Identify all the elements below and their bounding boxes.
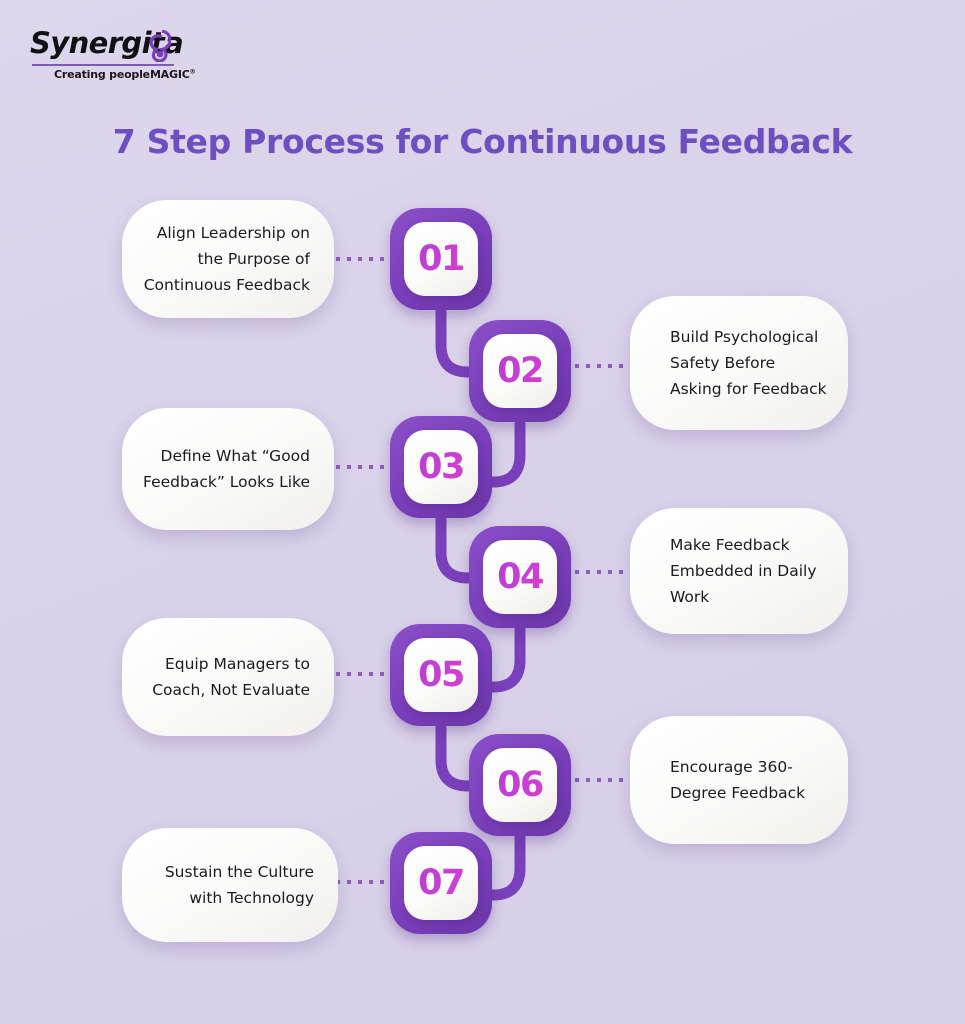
step-badge-inner-3: 03 xyxy=(404,430,478,504)
leader-dots-step-2 xyxy=(575,364,631,368)
step-card-4[interactable]: Make Feedback Embedded in Daily Work xyxy=(630,508,848,634)
step-badge-2[interactable]: 02 xyxy=(469,320,571,422)
step-number-1: 01 xyxy=(418,239,465,279)
step-badge-inner-5: 05 xyxy=(404,638,478,712)
step-badge-6[interactable]: 06 xyxy=(469,734,571,836)
step-badge-inner-1: 01 xyxy=(404,222,478,296)
swirl-icon xyxy=(149,30,171,62)
leader-dots-step-1 xyxy=(336,257,390,261)
step-badge-4[interactable]: 04 xyxy=(469,526,571,628)
brand-tagline: Creating peopleMAGIC® xyxy=(54,68,196,81)
step-badge-1[interactable]: 01 xyxy=(390,208,492,310)
step-number-2: 02 xyxy=(497,351,544,391)
step-number-3: 03 xyxy=(418,447,465,487)
step-card-2[interactable]: Build Psychological Safety Before Asking… xyxy=(630,296,848,430)
step-label-1: Align Leadership on the Purpose of Conti… xyxy=(143,224,310,294)
step-label-3: Define What “Good Feedback” Looks Like xyxy=(143,447,310,491)
step-label-5: Equip Managers to Coach, Not Evaluate xyxy=(152,655,310,699)
step-card-1[interactable]: Align Leadership on the Purpose of Conti… xyxy=(122,200,334,318)
step-card-6[interactable]: Encourage 360-Degree Feedback xyxy=(630,716,848,844)
logo-divider xyxy=(32,64,174,66)
page-title: 7 Step Process for Continuous Feedback xyxy=(112,122,853,161)
step-badge-3[interactable]: 03 xyxy=(390,416,492,518)
leader-dots-step-7 xyxy=(336,880,390,884)
step-badge-inner-6: 06 xyxy=(483,748,557,822)
step-number-5: 05 xyxy=(418,655,465,695)
step-number-4: 04 xyxy=(497,557,544,597)
brand-logo: Synergita Creating peopleMAGIC® xyxy=(30,28,196,86)
step-badge-inner-7: 07 xyxy=(404,846,478,920)
step-badge-inner-4: 04 xyxy=(483,540,557,614)
step-label-6: Encourage 360-Degree Feedback xyxy=(670,758,806,802)
step-label-7: Sustain the Culture with Technology xyxy=(164,863,314,907)
step-label-2: Build Psychological Safety Before Asking… xyxy=(670,328,827,398)
step-number-6: 06 xyxy=(497,765,544,805)
step-card-3[interactable]: Define What “Good Feedback” Looks Like xyxy=(122,408,334,530)
step-label-4: Make Feedback Embedded in Daily Work xyxy=(670,536,817,606)
step-badge-5[interactable]: 05 xyxy=(390,624,492,726)
step-badge-inner-2: 02 xyxy=(483,334,557,408)
leader-dots-step-6 xyxy=(575,778,631,782)
step-card-7[interactable]: Sustain the Culture with Technology xyxy=(122,828,338,942)
leader-dots-step-4 xyxy=(575,570,631,574)
leader-dots-step-5 xyxy=(336,672,390,676)
leader-dots-step-3 xyxy=(336,465,390,469)
step-number-7: 07 xyxy=(418,863,465,903)
step-badge-7[interactable]: 07 xyxy=(390,832,492,934)
step-card-5[interactable]: Equip Managers to Coach, Not Evaluate xyxy=(122,618,334,736)
